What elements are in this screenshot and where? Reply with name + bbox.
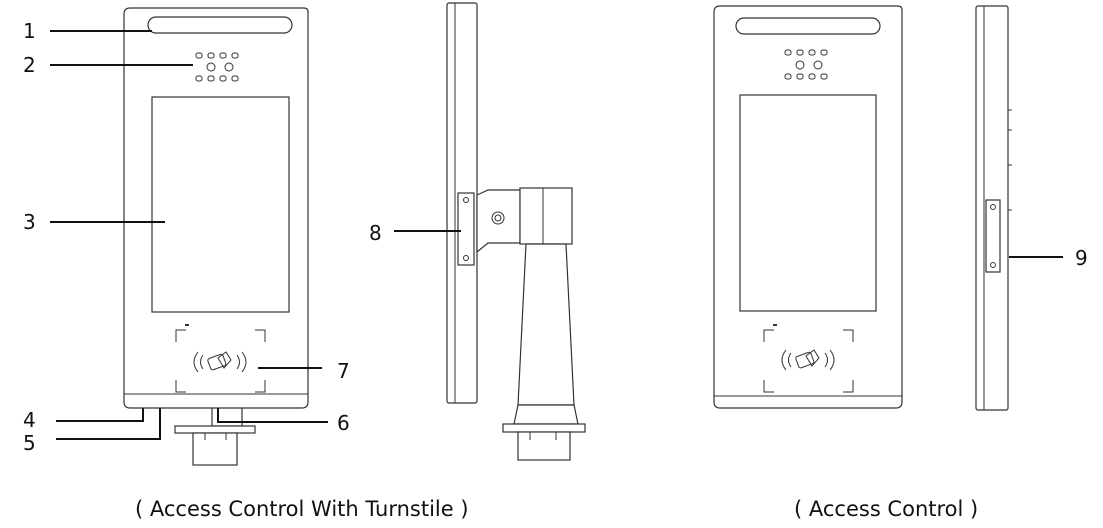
callout-3: 3 — [23, 210, 36, 234]
contactless-card-icon-2 — [781, 349, 835, 371]
front-view-access-control — [713, 5, 903, 409]
callout-1: 1 — [23, 19, 36, 43]
caption-access-control: ( Access Control ) — [794, 497, 978, 521]
front-view-turnstile — [123, 7, 309, 466]
callout-5: 5 — [23, 431, 36, 455]
camera-cluster — [195, 52, 239, 82]
callout-lines-left — [50, 30, 328, 440]
light-bar — [147, 16, 293, 34]
callout-4: 4 — [23, 408, 36, 432]
touch-screen — [151, 96, 290, 313]
side-view-access-control — [975, 5, 1012, 411]
callout-9: 9 — [1075, 246, 1088, 270]
caption-turnstile: ( Access Control With Turnstile ) — [135, 497, 469, 521]
card-reader-area — [175, 324, 266, 393]
side-view-turnstile — [446, 2, 586, 461]
callout-6: 6 — [337, 411, 350, 435]
contactless-card-icon — [193, 351, 247, 373]
callout-7: 7 — [337, 359, 350, 383]
callout-2: 2 — [23, 53, 36, 77]
callout-8: 8 — [369, 221, 382, 245]
